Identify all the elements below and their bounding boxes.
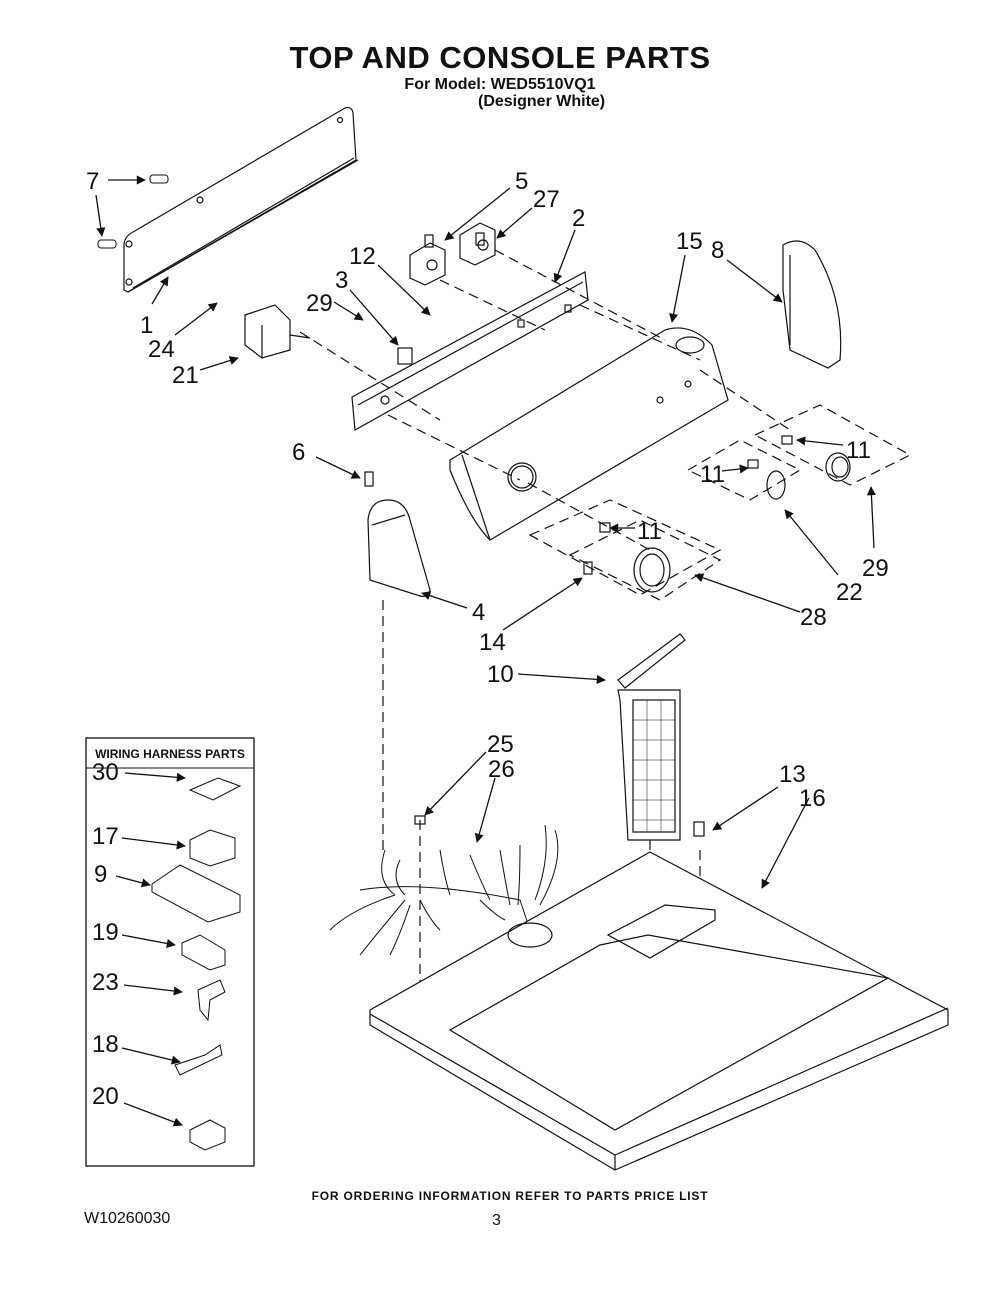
part-23-clip (197, 979, 226, 1022)
callout-24: 24 (148, 336, 175, 363)
callout-5: 5 (515, 168, 528, 195)
callout-leader-arrows (95, 175, 876, 1127)
harness-callout-30: 30 (92, 759, 119, 786)
part-21-timer (244, 304, 311, 359)
part-13-screw (693, 821, 705, 837)
callout-29: 29 (306, 290, 333, 317)
color-line: (Designer White) (478, 93, 606, 110)
callout-13: 13 (779, 761, 806, 788)
harness-callout-17: 17 (92, 823, 119, 850)
harness-callout-18: 18 (92, 1031, 119, 1058)
callout-25: 25 (487, 731, 514, 758)
part-11-spring (747, 459, 759, 469)
part-8-end-cap (782, 240, 842, 369)
wiring-harness-parts-box: 30 17 9 19 23 18 20 (85, 737, 255, 1167)
part-17-connector (189, 829, 236, 867)
part-2-console-bracket (351, 271, 589, 431)
part-14-screw (583, 561, 593, 575)
harness-callout-19: 19 (92, 919, 119, 946)
part-7-screws (97, 174, 169, 249)
callout-4: 4 (472, 599, 485, 626)
callout-22: 22 (836, 579, 863, 606)
dashed-assembly-outlines (299, 249, 912, 1020)
callout-11: 11 (637, 518, 662, 545)
part-30-connector (188, 777, 242, 801)
callout-6: 6 (292, 439, 305, 466)
page-title: TOP AND CONSOLE PARTS (289, 40, 711, 75)
callout-12: 12 (349, 243, 376, 270)
harness-callout-20: 20 (92, 1083, 119, 1110)
callout-27: 27 (533, 186, 560, 213)
part-25-clip (414, 815, 426, 825)
part-9-connector (151, 864, 241, 923)
callout-11: 11 (846, 437, 871, 464)
callout-11: 11 (700, 461, 725, 488)
part-29-knob (825, 452, 851, 482)
part-3-bracket (397, 347, 413, 365)
harness-callout-23: 23 (92, 969, 119, 996)
part-18-terminal (174, 1044, 223, 1076)
wiring-harness-title: WIRING HARNESS PARTS (95, 747, 245, 761)
part-11-spring (599, 522, 611, 533)
ordering-note: FOR ORDERING INFORMATION REFER TO PARTS … (311, 1189, 709, 1203)
document-number: W10260030 (84, 1210, 171, 1227)
callout-29: 29 (862, 555, 889, 582)
part-5-switch (409, 234, 446, 286)
callout-28: 28 (800, 604, 827, 631)
part-4-end-cap (367, 499, 431, 597)
callout-26: 26 (488, 756, 515, 783)
part-22-knob (766, 470, 786, 500)
part-20-connector (189, 1119, 226, 1151)
part-27-switch (459, 222, 496, 266)
part-10-lint-screen (617, 633, 686, 841)
callout-14: 14 (479, 629, 506, 656)
part-16-top-panel (369, 851, 949, 1171)
part-28-knob (633, 547, 671, 593)
part-15-console-panel (449, 327, 729, 541)
model-line: For Model: WED5510VQ1 (404, 76, 596, 93)
callout-7: 7 (86, 168, 99, 195)
page-number: 3 (492, 1212, 501, 1229)
callout-16: 16 (799, 785, 826, 812)
callout-8: 8 (711, 237, 724, 264)
part-11-spring (781, 435, 793, 445)
part-26-wiring-harness (329, 824, 559, 956)
callout-21: 21 (172, 362, 199, 389)
callout-2: 2 (572, 205, 585, 232)
part-19-connector (181, 934, 226, 971)
part-1-rear-panel (123, 106, 359, 293)
harness-callout-9: 9 (94, 861, 107, 888)
callout-3: 3 (335, 267, 348, 294)
part-6-screw (364, 471, 374, 487)
callout-1: 1 (140, 312, 153, 339)
callout-15: 15 (676, 228, 703, 255)
callout-10: 10 (487, 661, 514, 688)
